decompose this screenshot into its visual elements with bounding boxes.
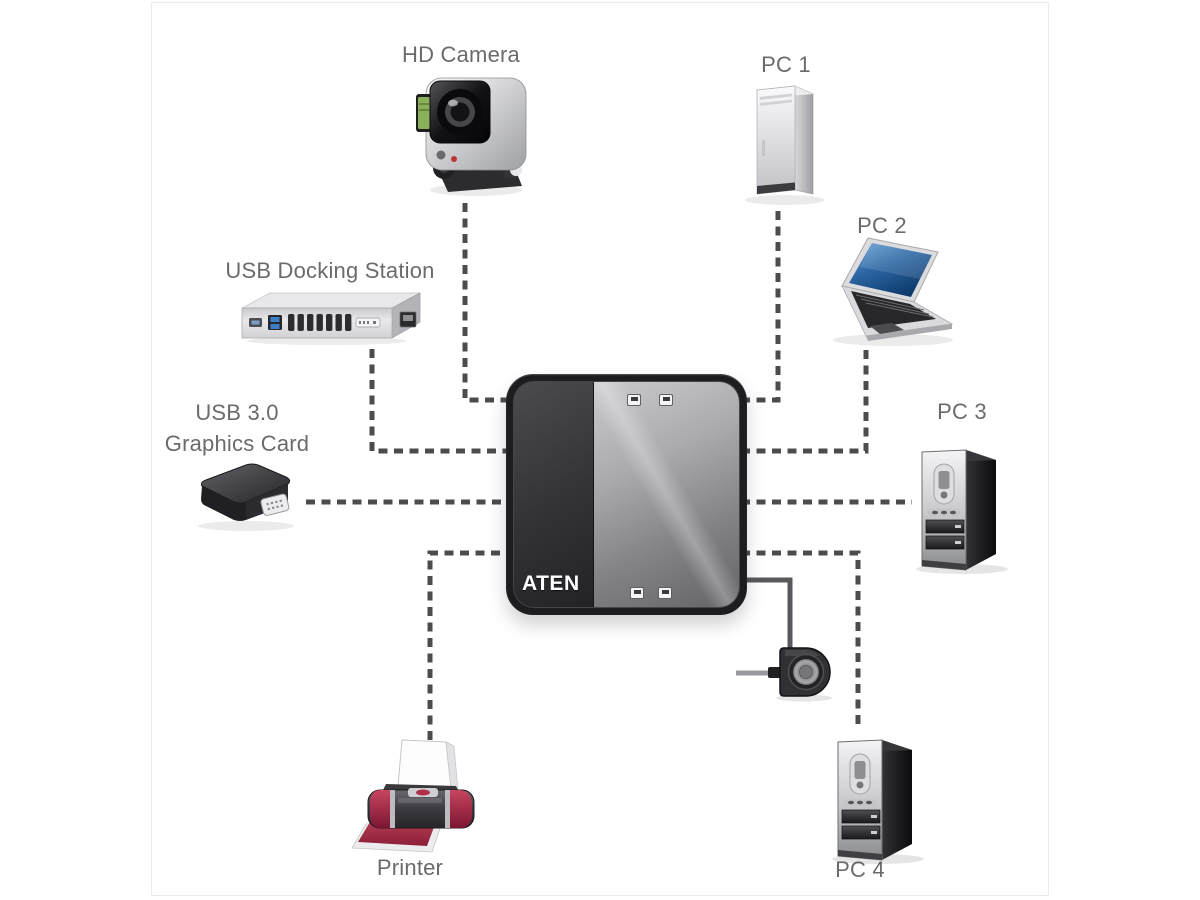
black-tower-icon [916,449,1008,574]
port-led-icon [627,394,641,406]
usb-docking-station-image [232,288,427,346]
port-led-icon [658,587,672,599]
printer-label: Printer [376,855,444,880]
remote-port-selector-image [762,644,836,702]
remote-port-selector-icon [768,647,832,702]
pc1-label: PC 1 [761,52,811,77]
pc3-image [902,436,1014,576]
port-led-icon [630,587,644,599]
black-tower-icon [832,739,924,864]
action-camera-icon [416,77,527,196]
usb-switch-left-panel [514,382,594,607]
aten-logo: ATEN [522,572,580,595]
laptop-icon [833,237,954,346]
usb-graphics-card-label-line1: USB 3.0 [195,400,279,425]
pc4-label: PC 4 [835,857,885,882]
usb-graphics-card-label: USB 3.0 Graphics Card [137,397,337,459]
usb-switch-device: ATEN [506,374,747,615]
pc1-image [733,80,833,208]
docking-station-icon [241,292,421,345]
usb-graphics-card-label-line2: Graphics Card [164,431,310,456]
pc3-label: PC 3 [937,399,987,424]
pc2-image [808,236,958,348]
usb-switch-face [513,381,740,608]
graphics-adapter-icon [198,463,294,531]
hd-camera-label: HD Camera [402,42,520,67]
usb-switch-metal-panel [594,382,739,607]
silver-tower-icon [745,85,825,205]
printer-icon [351,739,475,853]
port-led-icon [659,394,673,406]
usb-docking-station-label: USB Docking Station [225,258,435,283]
hd-camera-image [408,66,538,198]
pc2-label: PC 2 [857,213,907,238]
usb-graphics-card-image [188,456,303,536]
printer-image [350,736,490,856]
pc4-image [818,726,930,866]
